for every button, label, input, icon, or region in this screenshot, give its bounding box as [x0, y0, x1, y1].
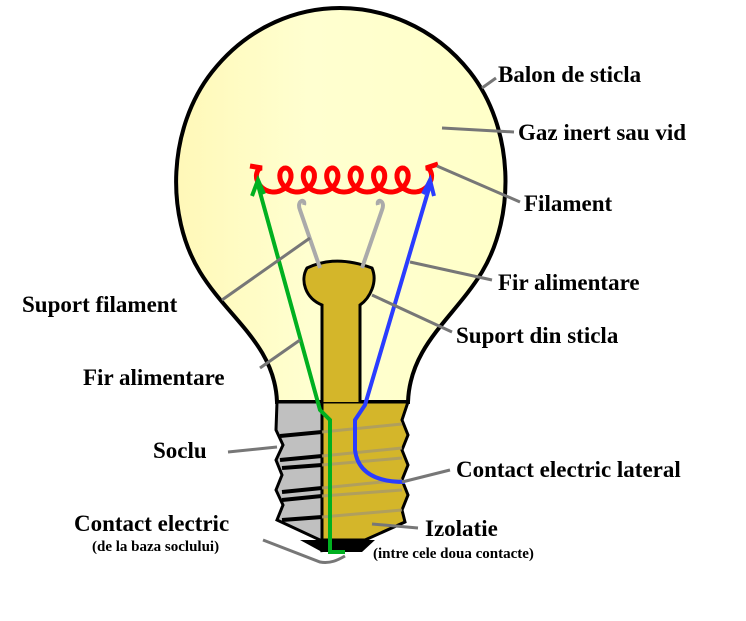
- label-glass-support: Suport din sticla: [456, 323, 619, 348]
- leader-lines: [221, 76, 521, 564]
- thread-lines: [279, 430, 323, 522]
- lead-wire-left-arrow: [250, 174, 266, 197]
- filament-coil: [249, 161, 439, 195]
- lead-wire-right-arrow: [421, 174, 436, 197]
- screw-base-metal: [274, 400, 324, 553]
- lead-wire-right: [353, 184, 432, 484]
- label-filament-support: Suport filament: [22, 292, 178, 317]
- label-lead-wire-left: Fir alimentare: [83, 365, 225, 390]
- filament-supports: [297, 198, 385, 269]
- label-insulation: Izolatie: [425, 516, 498, 541]
- lead-wire-left: [256, 184, 345, 554]
- base-contact: [300, 540, 375, 552]
- glass-bulb: [174, 5, 508, 404]
- label-insulation-sub: (intre cele doua contacte): [373, 546, 534, 562]
- label-socket: Soclu: [153, 438, 207, 463]
- label-base-contact-sub: (de la baza soclului): [92, 539, 220, 555]
- label-side-contact: Contact electric lateral: [456, 457, 681, 482]
- glass-stem: [302, 259, 376, 402]
- label-lead-wire-right: Fir alimentare: [498, 270, 640, 295]
- label-filament: Filament: [524, 191, 613, 216]
- thread-shadows: [321, 422, 403, 519]
- label-inert-gas: Gaz inert sau vid: [518, 120, 687, 145]
- label-glass-bulb: Balon de sticla: [498, 62, 642, 87]
- label-base-contact: Contact electric: [74, 511, 230, 536]
